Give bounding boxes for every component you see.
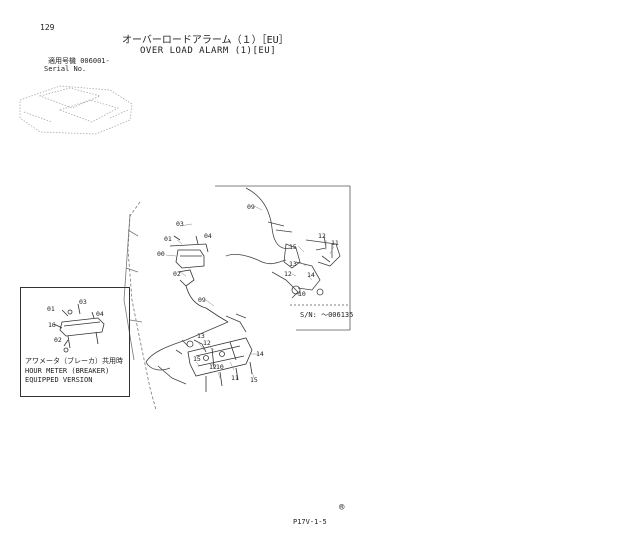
detail-box-lines — [215, 185, 351, 331]
serial-japanese: 適用号機 006001- — [48, 57, 110, 65]
inset-label-01: 01 — [47, 305, 55, 313]
inset-label-03: 03 — [79, 298, 87, 306]
lower-bracket-plate — [187, 337, 253, 392]
part-label-01: 01 — [164, 235, 172, 243]
alarm-unit — [169, 235, 229, 323]
part-label-15-lower-b: 15 — [250, 376, 258, 384]
inset-label-04: 04 — [96, 310, 104, 318]
inset-caption-japanese: アワメータ（ブレーカ）共用時 — [25, 357, 123, 365]
title-japanese: オーバーロードアラーム（１）［EU］ — [122, 35, 289, 46]
page-number: 129 — [40, 23, 55, 32]
registered-mark: ® — [339, 503, 345, 513]
harness-upper — [225, 187, 341, 299]
part-label-09-lower: 09 — [198, 296, 206, 304]
part-label-12-lower-b: 12 — [209, 363, 217, 371]
part-label-15-upper: 15 — [289, 243, 297, 251]
inset-sketch — [53, 303, 105, 353]
part-label-14-upper: 14 — [307, 271, 315, 279]
leader-lines — [165, 205, 335, 379]
serial-range-note: S/N: ～006135 — [300, 311, 354, 319]
part-label-12-mid: 12 — [284, 270, 292, 278]
page-code: P17V-1-5 — [293, 518, 327, 526]
part-label-13-upper: 13 — [289, 260, 297, 268]
inset-label-02: 02 — [54, 336, 62, 344]
inset-caption-english-2: EQUIPPED VERSION — [25, 376, 93, 384]
part-label-10-upper: 10 — [298, 290, 306, 298]
serial-english: Serial No. — [44, 65, 87, 73]
part-label-02: 02 — [173, 270, 181, 278]
part-label-04: 04 — [204, 232, 212, 240]
part-label-03: 03 — [176, 220, 184, 228]
part-label-16: 16 — [48, 321, 56, 329]
part-label-13-lower: 13 — [197, 332, 205, 340]
part-label-00: 00 — [157, 250, 165, 258]
part-label-09-upper: 09 — [247, 203, 255, 211]
part-label-15-lower: 15 — [193, 355, 201, 363]
machine-thumbnail — [19, 85, 133, 135]
harness-lower — [145, 313, 247, 385]
inset-caption-english-1: HOUR METER (BREAKER) — [25, 367, 110, 375]
title-english: OVER LOAD ALARM (1)[EU] — [140, 46, 277, 56]
cab-frame-outline — [123, 201, 157, 411]
part-label-11-upper: 11 — [331, 239, 339, 247]
part-label-14-lower: 14 — [256, 350, 264, 358]
inset-hour-meter-version: 01 03 04 02 アワメータ（ブレーカ）共用時 HOUR METER (B… — [20, 287, 130, 397]
part-label-12-lower-a: 12 — [203, 339, 211, 347]
part-label-10-lower: 10 — [216, 363, 224, 371]
part-label-11-lower: 11 — [231, 374, 239, 382]
part-label-12-upper: 12 — [318, 232, 326, 240]
